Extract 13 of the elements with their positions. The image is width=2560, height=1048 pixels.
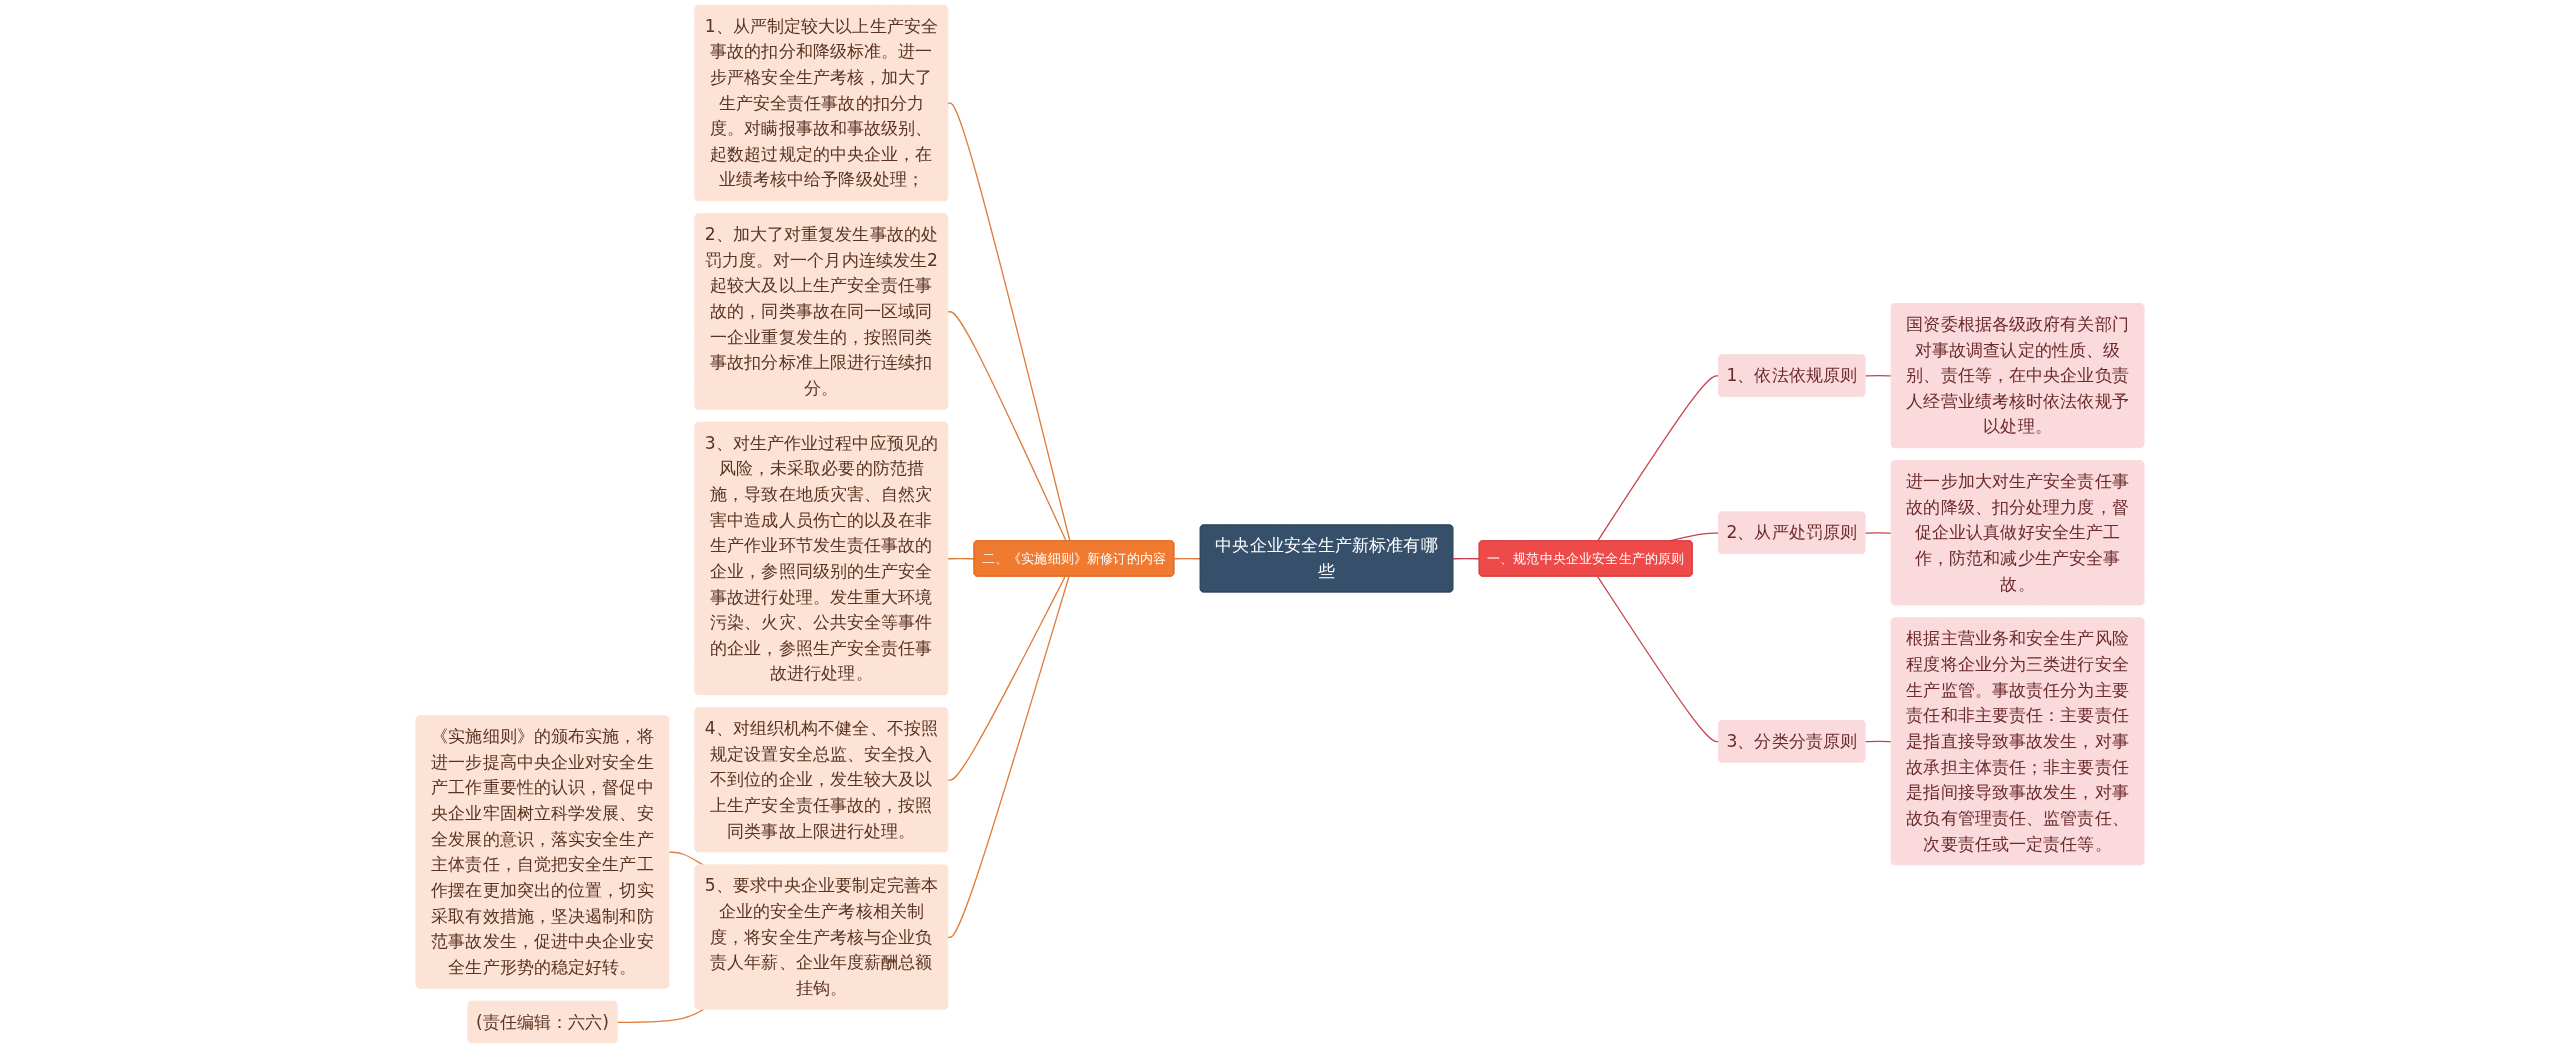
connector [1864, 532, 1893, 534]
connector [1452, 557, 1481, 560]
connector [1864, 740, 1893, 743]
connector [1597, 575, 1720, 743]
connector [1864, 375, 1893, 377]
connector [947, 575, 1066, 781]
connector [1173, 557, 1202, 560]
connector [947, 557, 975, 560]
connector [947, 575, 1070, 938]
connector [947, 102, 1071, 542]
connector [1597, 375, 1720, 542]
connector [616, 1008, 705, 1023]
connector [947, 311, 1067, 542]
